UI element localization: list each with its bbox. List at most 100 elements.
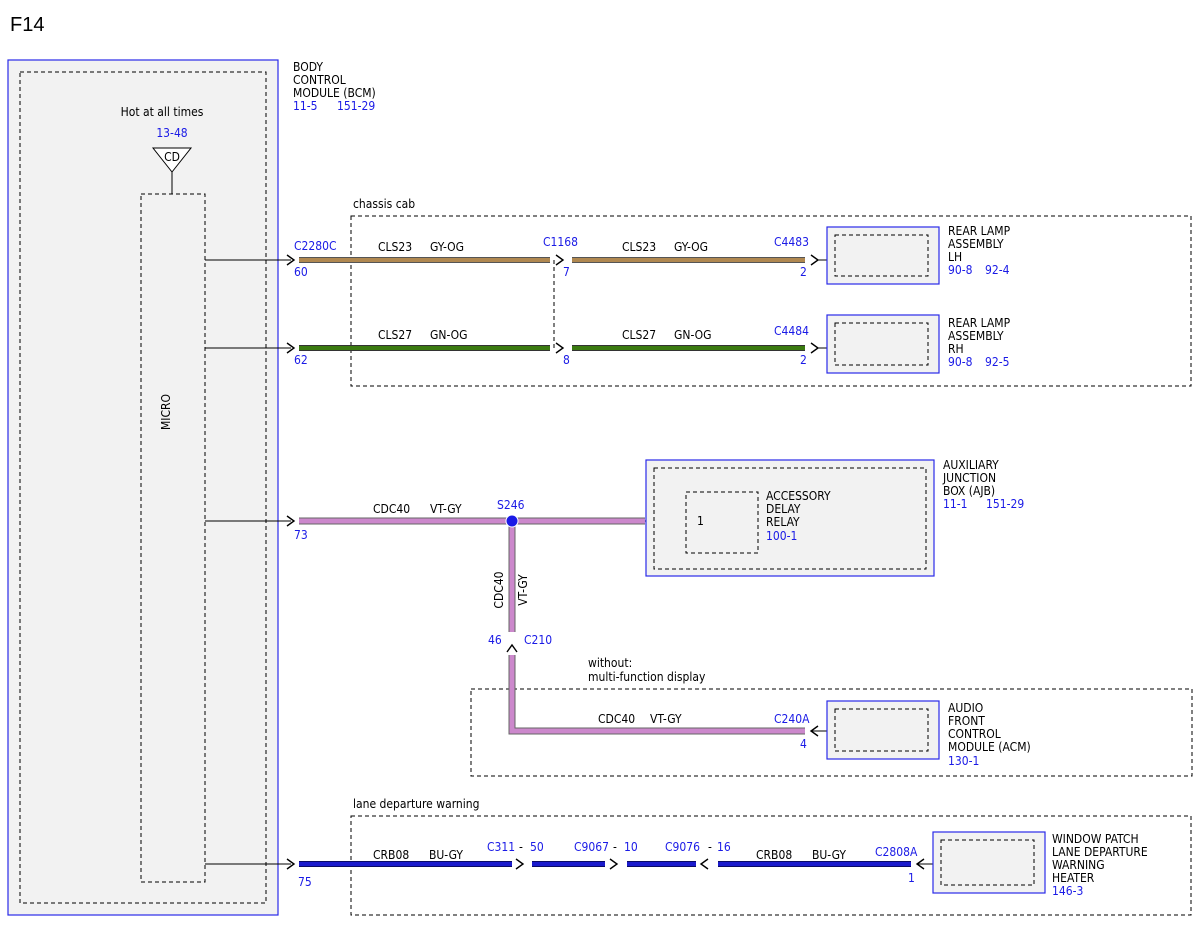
bcm-outline bbox=[7, 59, 279, 916]
heater-line-2: LANE DEPARTURE bbox=[1052, 845, 1148, 859]
bcm-name-line-1: BODY bbox=[293, 60, 323, 74]
c9067-dash: - bbox=[613, 840, 617, 854]
rear-lamp-rh-ref-1: 90-8 bbox=[948, 355, 973, 369]
connector-c2280c: C2280C bbox=[294, 239, 337, 253]
rear-lamp-rh-outline bbox=[826, 314, 940, 374]
circuit-cdc40-b: CDC40 bbox=[598, 712, 635, 726]
c9067-arrow bbox=[609, 858, 619, 870]
connector-c9076-pin: 16 bbox=[717, 840, 731, 854]
ajb-ref-2: 151-29 bbox=[986, 497, 1024, 511]
ajb-line-2: JUNCTION bbox=[942, 471, 996, 485]
connector-arrow-60 bbox=[286, 254, 296, 266]
c1168-arrow-7 bbox=[555, 254, 565, 266]
wire-crb08 bbox=[299, 858, 941, 870]
rear-lamp-rh-inner bbox=[834, 322, 929, 366]
connector-c2808a: C2808A bbox=[875, 845, 918, 859]
ajb-line-1: AUXILIARY bbox=[943, 458, 999, 472]
relay-line-1: ACCESSORY bbox=[766, 489, 831, 503]
circuit-crb08-a: CRB08 bbox=[373, 848, 409, 862]
acm-inner bbox=[834, 708, 929, 752]
connector-c210: C210 bbox=[524, 633, 552, 647]
heater-ref: 146-3 bbox=[1052, 884, 1083, 898]
rear-lamp-lh-line-2: ASSEMBLY bbox=[948, 237, 1004, 251]
rear-lamp-rh-ref-2: 92-5 bbox=[985, 355, 1010, 369]
connector-c311-pin: 50 bbox=[530, 840, 544, 854]
circuit-cdc40-v: CDC40 bbox=[492, 571, 506, 608]
pin-73: 73 bbox=[294, 528, 308, 542]
pin-c2808a-1: 1 bbox=[908, 871, 915, 885]
acm-module: AUDIO FRONT CONTROL MODULE (ACM) 130-1 bbox=[826, 700, 1031, 768]
micro-output-leads bbox=[205, 254, 296, 870]
heater-line-3: WARNING bbox=[1052, 858, 1105, 872]
option-label-chassis-cab: chassis cab bbox=[353, 197, 415, 211]
pin-60: 60 bbox=[294, 265, 308, 279]
power-ref: 13-48 bbox=[156, 126, 187, 140]
connector-c4484: C4484 bbox=[774, 324, 809, 338]
bcm-ref-2: 151-29 bbox=[337, 99, 375, 113]
rear-lamp-lh-ref-2: 92-4 bbox=[985, 263, 1010, 277]
option-region-without-mfd bbox=[470, 688, 1193, 777]
heater-line-4: HEATER bbox=[1052, 871, 1095, 885]
c210-arrow bbox=[506, 643, 518, 653]
pin-75: 75 bbox=[298, 875, 312, 889]
color-bu-gy-b: BU-GY bbox=[812, 848, 846, 862]
bcm-name-line-2: CONTROL bbox=[293, 73, 346, 87]
rear-lamp-rh-line-2: ASSEMBLY bbox=[948, 329, 1004, 343]
micro-label: MICRO bbox=[159, 394, 173, 430]
pin-c240a-4: 4 bbox=[800, 737, 807, 751]
c9076-dash: - bbox=[708, 840, 712, 854]
rear-lamp-lh-line-3: LH bbox=[948, 250, 962, 264]
wire-cls27 bbox=[299, 342, 835, 354]
connector-c9067: C9067 bbox=[574, 840, 609, 854]
circuit-cls27-b: CLS27 bbox=[622, 328, 656, 342]
connector-arrow-73 bbox=[286, 515, 296, 527]
c4483-arrow bbox=[810, 254, 820, 266]
connector-c1168: C1168 bbox=[543, 235, 578, 249]
option-region-chassis-cab bbox=[350, 215, 1192, 387]
lane-departure-heater: WINDOW PATCH LANE DEPARTURE WARNING HEAT… bbox=[932, 831, 1148, 898]
color-vt-gy-v: VT-GY bbox=[516, 574, 530, 606]
rear-lamp-lh-ref-1: 90-8 bbox=[948, 263, 973, 277]
relay-line-3: RELAY bbox=[766, 515, 800, 529]
rear-lamp-lh-inner bbox=[834, 234, 929, 277]
c1168-arrow-8 bbox=[555, 342, 565, 354]
ajb-module: 1 ACCESSORY DELAY RELAY 100-1 AUXILIARY … bbox=[645, 458, 1024, 577]
option-label-without-mfd-2: multi-function display bbox=[588, 670, 706, 684]
micro-box bbox=[140, 193, 206, 883]
circuit-crb08-b: CRB08 bbox=[756, 848, 792, 862]
pin-c4483-2: 2 bbox=[800, 265, 807, 279]
page-title: F14 bbox=[10, 14, 44, 36]
pin-62: 62 bbox=[294, 353, 308, 367]
heater-inner bbox=[940, 839, 1035, 886]
rear-lamp-rh-line-3: RH bbox=[948, 342, 964, 356]
pin-c210-46: 46 bbox=[488, 633, 502, 647]
color-gy-og-a: GY-OG bbox=[430, 240, 464, 254]
acm-outline bbox=[826, 700, 940, 760]
rear-lamp-rh-line-1: REAR LAMP bbox=[948, 316, 1011, 330]
accessory-delay-relay-box bbox=[685, 491, 759, 554]
acm-ref: 130-1 bbox=[948, 754, 979, 768]
fuse-symbol bbox=[151, 147, 193, 173]
c4484-arrow bbox=[810, 342, 820, 354]
relay-line-2: DELAY bbox=[766, 502, 801, 516]
circuit-cls27-a: CLS27 bbox=[378, 328, 412, 342]
bcm-inner-outline bbox=[19, 71, 267, 904]
power-label: Hot at all times bbox=[121, 105, 204, 119]
circuit-cdc40-a: CDC40 bbox=[373, 502, 410, 516]
circuit-cls23-a: CLS23 bbox=[378, 240, 412, 254]
c9076-arrow bbox=[699, 858, 709, 870]
acm-line-1: AUDIO bbox=[948, 701, 983, 715]
pin-c4484-2: 2 bbox=[800, 353, 807, 367]
heater-line-1: WINDOW PATCH bbox=[1052, 832, 1139, 846]
wire-cdc40-acm bbox=[509, 655, 805, 734]
option-label-lane-departure: lane departure warning bbox=[353, 797, 479, 811]
color-gn-og-a: GN-OG bbox=[430, 328, 468, 342]
color-vt-gy-b: VT-GY bbox=[650, 712, 682, 726]
connector-c9076: C9076 bbox=[665, 840, 700, 854]
wire-cls23 bbox=[299, 254, 835, 266]
c311-dash: - bbox=[519, 840, 523, 854]
option-label-without-mfd-1: without: bbox=[588, 656, 632, 670]
bcm-module: MICRO Hot at all times 13-48 CD BODY CON… bbox=[7, 59, 376, 916]
connector-c240a: C240A bbox=[774, 712, 810, 726]
